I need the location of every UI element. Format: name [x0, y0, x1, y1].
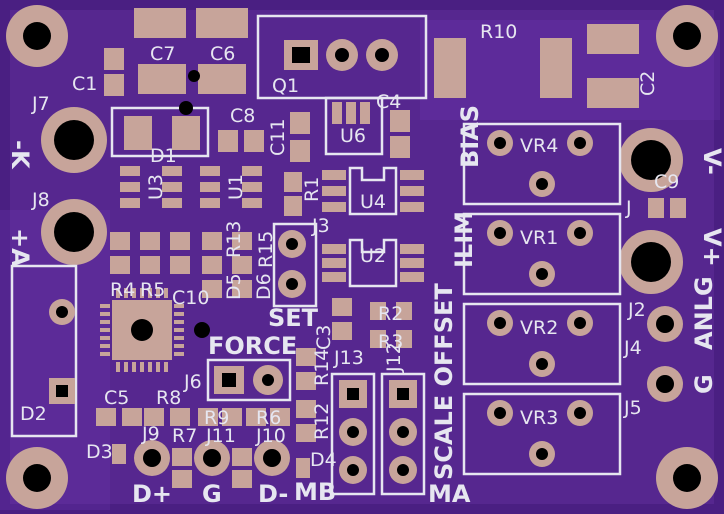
- ref-j2: J2: [627, 299, 646, 321]
- ref-q1: Q1: [272, 75, 299, 97]
- ref-vr2: VR2: [520, 317, 558, 339]
- ref-r14: R14: [311, 349, 333, 386]
- ref-vr1: VR1: [520, 227, 558, 249]
- ref-u6: U6: [340, 125, 366, 147]
- through-holes: [49, 39, 683, 484]
- label-g-bottom: G: [202, 480, 222, 508]
- ref-c11: C11: [267, 119, 289, 156]
- ref-j3: J3: [311, 215, 330, 237]
- ref-c2: C2: [637, 71, 659, 96]
- label-bias: BIAS: [456, 105, 484, 168]
- ref-u4: U4: [360, 191, 386, 213]
- ref-j10: J10: [255, 425, 286, 447]
- ref-j6: J6: [183, 371, 202, 393]
- ref-c1: C1: [72, 73, 97, 95]
- function-labels: -K +A BIAS ILIM SET FORCE SCALE OFFSET V…: [6, 105, 724, 508]
- ref-j12: J12: [383, 342, 405, 373]
- ref-u1: U1: [225, 174, 247, 200]
- ref-c6: C6: [210, 43, 235, 65]
- label-a-plus: +A: [6, 228, 34, 267]
- ref-r8: R8: [156, 387, 181, 409]
- ref-r7: R7: [172, 425, 197, 447]
- qfn-chip-u5: [100, 288, 184, 372]
- ref-vr4: VR4: [520, 135, 558, 157]
- ref-c7: C7: [150, 43, 175, 65]
- ref-j11: J11: [205, 425, 236, 447]
- ref-c4: C4: [376, 91, 401, 113]
- ref-c8: C8: [230, 105, 255, 127]
- ref-d6: D6: [253, 273, 275, 300]
- ref-r15: R15: [255, 231, 277, 268]
- label-k-minus: -K: [6, 140, 34, 170]
- ref-r12: R12: [311, 403, 333, 440]
- label-set: SET: [268, 304, 319, 332]
- ref-c5: C5: [104, 387, 129, 409]
- ref-r6: R6: [256, 407, 281, 429]
- label-g-right: G: [690, 374, 718, 394]
- label-anlg: ANLG: [690, 276, 718, 350]
- label-force: FORCE: [208, 332, 297, 360]
- ref-j7: J7: [31, 93, 50, 115]
- label-scale-offset: SCALE OFFSET: [430, 283, 458, 480]
- ref-r2: R2: [378, 303, 403, 325]
- ref-r4: R4: [110, 279, 135, 301]
- reference-designators: C7 C6 C1 Q1 R10 C2 J7 C8 C4 C11 U6 D1 U3…: [20, 21, 679, 471]
- ref-r9: R9: [204, 407, 229, 429]
- ref-j9: J9: [141, 423, 160, 445]
- label-v-plus: V+: [698, 228, 724, 267]
- label-d-minus: D-: [258, 480, 288, 508]
- ref-r3: R3: [378, 331, 403, 353]
- label-d-plus: D+: [132, 480, 172, 508]
- ref-d2: D2: [20, 403, 47, 425]
- ref-u2: U2: [360, 245, 386, 267]
- silkscreen-outlines: [10, 14, 622, 496]
- ref-j13: J13: [333, 347, 364, 369]
- label-ilim: ILIM: [450, 211, 478, 268]
- ref-d5: D5: [223, 273, 245, 300]
- ref-u3: U3: [145, 174, 167, 200]
- label-v-minus: V-: [698, 148, 724, 175]
- ref-r13: R13: [223, 221, 245, 258]
- smd-pads: [96, 8, 686, 488]
- ref-r10: R10: [480, 21, 517, 43]
- ref-c10: C10: [172, 287, 209, 309]
- label-mb: MB: [294, 478, 336, 506]
- ref-vr3: VR3: [520, 407, 558, 429]
- mounting-holes: [6, 5, 718, 509]
- ref-c9: C9: [654, 171, 679, 193]
- label-ma: MA: [428, 480, 471, 508]
- ref-c3: C3: [313, 325, 335, 350]
- ref-j5: J5: [623, 397, 642, 419]
- ref-d4: D4: [310, 449, 337, 471]
- ref-r1: R1: [301, 177, 323, 202]
- ref-r5: R5: [140, 279, 165, 301]
- ref-j4: J4: [623, 337, 642, 359]
- ref-j8: J8: [31, 189, 50, 211]
- ref-d3: D3: [86, 441, 113, 463]
- ref-j: J: [625, 197, 632, 219]
- ref-d1: D1: [150, 145, 177, 167]
